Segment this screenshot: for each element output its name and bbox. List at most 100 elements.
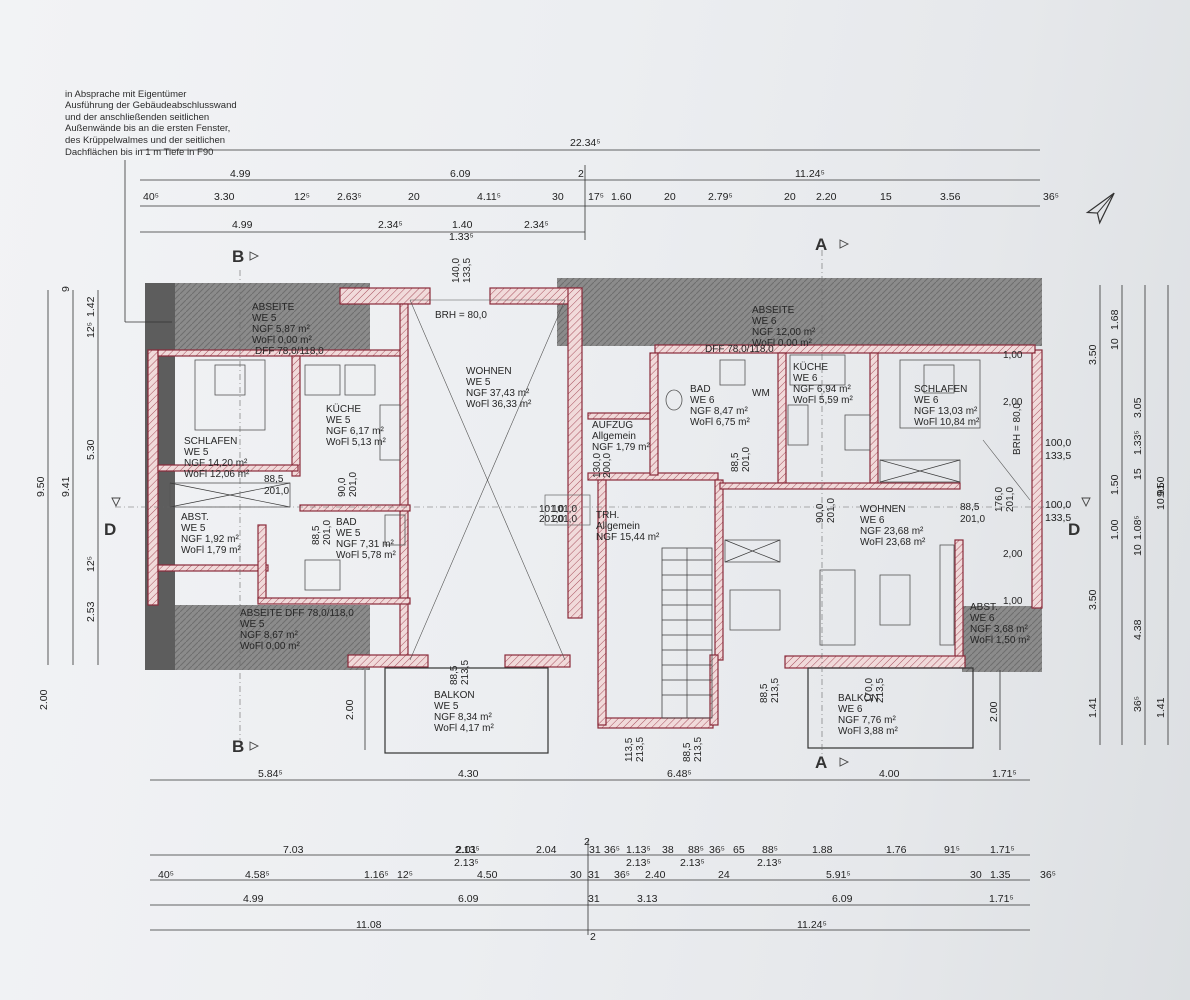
dimension-value: 30 <box>970 869 982 881</box>
note-line: Außenwände bis an die ersten Fenster, <box>65 123 230 134</box>
dimension-value: 6.09 <box>458 893 479 905</box>
room-label-bad5: WoFl 5,78 m² <box>336 550 396 561</box>
axis-label: 2 <box>578 168 584 180</box>
dimension-value: 10 <box>1132 544 1144 556</box>
opening-dimension: 88,5 <box>264 474 284 485</box>
opening-dimension: 213,5 <box>693 737 704 762</box>
dimension-value: 9 <box>60 286 72 292</box>
axis-label: 2 <box>590 931 596 943</box>
opening-dimension: 88,5 <box>449 665 460 685</box>
room-label-kueche6: NGF 6,94 m² <box>793 384 851 395</box>
dimension-value: 30 <box>570 869 582 881</box>
room-label-balkon6: WoFl 3,88 m² <box>838 726 898 737</box>
wall-abst6-left <box>954 539 964 661</box>
dimension-value: 3.05 <box>1132 397 1144 418</box>
dimension-value: 3.13 <box>637 893 658 905</box>
room-label-abst6: WE 6 <box>970 613 995 624</box>
dimension-value: 2.63⁵ <box>337 191 362 203</box>
room-label-balkon5: BALKON <box>434 690 475 701</box>
dimension-value: 22.34⁵ <box>570 137 601 149</box>
room-label-schlafen6: WoFl 10,84 m² <box>914 417 980 428</box>
room-label-trh: Allgemein <box>596 521 640 532</box>
dimension-value: 30 <box>552 191 564 203</box>
room-label-trh: NGF 15,44 m² <box>596 532 660 543</box>
dimension-value: 1.40 <box>452 219 473 231</box>
room-label-schlafen5: NGF 14,20 m² <box>184 458 248 469</box>
room-label-wohnen6: WoFl 23,68 m² <box>860 537 926 548</box>
note-line: Dachflächen bis in 1 m Tiefe in F90 <box>65 147 213 158</box>
wall-bath5-top <box>299 504 411 512</box>
room-label-bad6: NGF 8,47 m² <box>690 406 748 417</box>
room-label-balkon6: WE 6 <box>838 704 863 715</box>
note-line: in Absprache mit Eigentümer <box>65 89 186 100</box>
dimension-value: 4.99 <box>230 168 251 180</box>
dimension-value: 2.13⁵ <box>626 857 651 869</box>
room-label-wohnen5: WE 5 <box>466 377 491 388</box>
dimension-value: 17⁵ <box>588 191 604 203</box>
room-label-abst5: WE 5 <box>181 523 206 534</box>
dimension-value: 40⁵ <box>158 869 174 881</box>
dimension-value: 4.99 <box>243 893 264 905</box>
dimension-value: 9.50 <box>35 476 47 497</box>
room-label-aufzug: AUFZUG <box>592 420 633 431</box>
dimension-value: 3.50 <box>1087 589 1099 610</box>
dimension-lines-right <box>999 285 1169 750</box>
room-label-bad6: BAD <box>690 384 711 395</box>
room-label-wohnen5: NGF 37,43 m² <box>466 388 530 399</box>
opening-dimension: 201,0 <box>741 447 752 472</box>
dimension-value: 65 <box>733 844 745 856</box>
dimension-value: 20 <box>408 191 420 203</box>
room-label-balkon6: NGF 7,76 m² <box>838 715 896 726</box>
room-label-bad5: BAD <box>336 517 357 528</box>
dimension-value: 20 <box>664 191 676 203</box>
roof-zone-bottom-left <box>145 605 370 670</box>
section-marker-b-bottom: B <box>232 737 244 756</box>
dimension-value: 88⁵ <box>688 844 704 856</box>
dimension-value: 15 <box>1132 468 1144 480</box>
dimension-value: 31 <box>588 869 600 881</box>
dimension-value: 5.84⁵ <box>258 768 283 780</box>
dimension-value: 7.03 <box>283 844 304 856</box>
opening-dimension: 88,5 <box>311 525 322 545</box>
dimension-value: 36⁵ <box>604 844 620 856</box>
room-label-abst6: ABST. <box>970 602 998 613</box>
opening-dimension: 101,0 <box>539 504 564 515</box>
dimension-value: 11.24⁵ <box>797 919 827 931</box>
wall-stair-east <box>709 654 719 726</box>
wall-bed5-bottom <box>157 464 299 472</box>
dimension-value: 1.00 <box>1109 519 1121 540</box>
balcony-we6-outline <box>807 667 974 749</box>
room-label-kueche6: WoFl 5,59 m² <box>793 395 853 406</box>
room-label-abseite5_top: NGF 5,87 m² <box>252 324 310 335</box>
room-label-abseite5_bottom: NGF 8,67 m² <box>240 630 298 641</box>
dimension-value: 11.24⁵ <box>795 168 825 180</box>
room-label-bad6: WE 6 <box>690 395 715 406</box>
opening-dimension: 133,5 <box>462 258 473 283</box>
opening-dimension: 170,0 <box>864 678 875 703</box>
brh-label: BRH = 80,0 <box>1012 403 1023 455</box>
opening-dimension: 140,0 <box>451 258 462 283</box>
dimension-value: 88⁵ <box>762 844 778 856</box>
room-label-balkon5: WoFl 4,17 m² <box>434 723 494 734</box>
opening-dimension: 201,0 <box>264 486 289 497</box>
dimension-value: 2.13⁵ <box>757 857 782 869</box>
dimension-value: 12⁵ <box>85 556 97 572</box>
dimension-value: 2.00 <box>988 701 1000 722</box>
dimension-value: 2.20 <box>816 191 837 203</box>
dimension-value: 9.41 <box>60 476 72 497</box>
opening-dimension: 88,5 <box>759 683 770 703</box>
room-label-abseite5_top: ABSEITE <box>252 302 295 313</box>
dimension-value: 10 <box>1109 338 1121 350</box>
opening-dimension: 201,0 <box>826 498 837 523</box>
room-label-kueche5: WE 5 <box>326 415 351 426</box>
room-label-wohnen6: WOHNEN <box>860 504 906 515</box>
wall-stair-left <box>567 287 583 619</box>
room-label-abseite6_top: WoFl 0,00 m² <box>752 338 812 349</box>
dimension-value: 91⁵ <box>944 844 960 856</box>
dimension-value: 2.13⁵ <box>454 857 479 869</box>
dimension-value: 2.00 <box>38 689 50 710</box>
dimension-value: 1.60 <box>611 191 632 203</box>
